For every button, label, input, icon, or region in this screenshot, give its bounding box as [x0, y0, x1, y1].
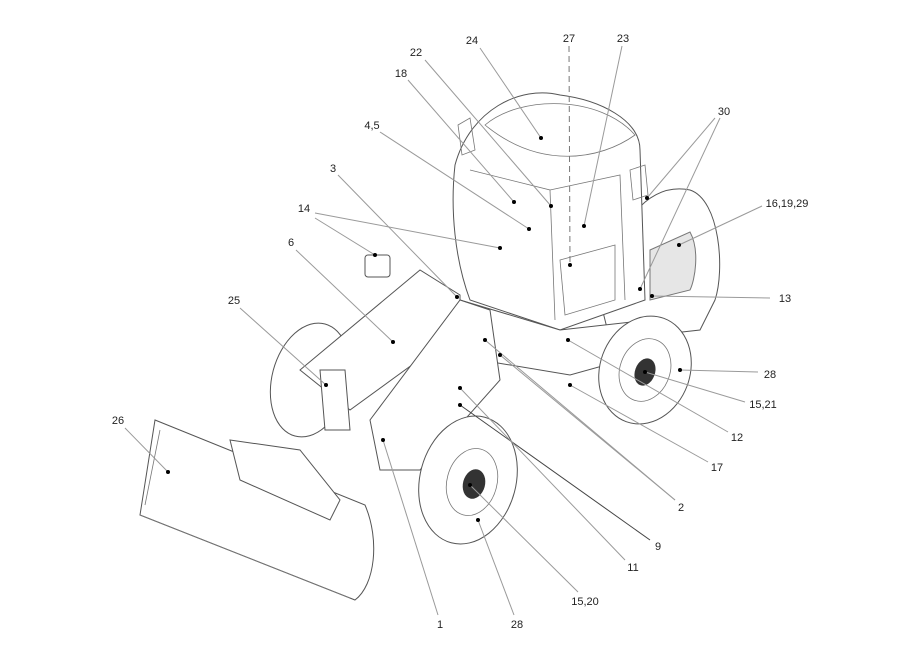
wheel-loader-drawing [139, 92, 721, 601]
callout-9: 9 [655, 541, 661, 553]
callout-3: 3 [330, 163, 336, 175]
callout-11: 11 [627, 562, 638, 574]
callout-16-19-29: 16,19,29 [766, 198, 809, 210]
callout-2: 2 [678, 502, 684, 514]
callout-1: 1 [437, 619, 443, 631]
callout-15-20: 15,20 [571, 596, 599, 608]
callout-15-21: 15,21 [749, 399, 777, 411]
callout-labels: 22 24 27 23 18 4,5 30 16,19,29 3 14 6 25… [112, 33, 809, 631]
callout-14: 14 [298, 203, 310, 215]
callout-23: 23 [617, 33, 629, 45]
callout-13: 13 [779, 293, 791, 305]
engine-hood-panel [649, 231, 697, 301]
callout-24: 24 [466, 35, 478, 47]
callout-4-5: 4,5 [364, 120, 379, 132]
callout-6: 6 [288, 237, 294, 249]
callout-25: 25 [228, 295, 240, 307]
callout-17: 17 [711, 462, 723, 474]
callout-28-front: 28 [511, 619, 523, 631]
callout-12: 12 [731, 432, 743, 444]
callout-18: 18 [395, 68, 407, 80]
callout-22: 22 [410, 47, 422, 59]
callout-dots [166, 136, 682, 522]
callout-28-rear: 28 [764, 369, 776, 381]
callout-30: 30 [718, 106, 730, 118]
callout-26: 26 [112, 415, 124, 427]
leader-lines [124, 45, 771, 616]
callout-27: 27 [563, 33, 575, 45]
